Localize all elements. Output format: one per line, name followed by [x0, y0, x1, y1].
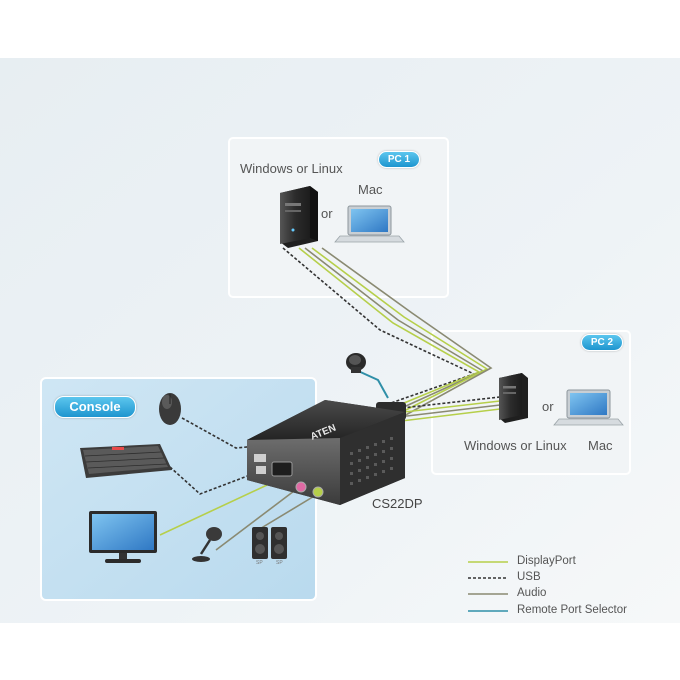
legend-label-audio: Audio [517, 587, 547, 599]
speaker-tag-left: SP [256, 560, 263, 566]
pc2-panel [431, 330, 631, 475]
pc1-panel [228, 137, 449, 298]
monitor-icon [89, 511, 157, 563]
laptop-icon [334, 205, 405, 243]
pc1-cables [282, 247, 493, 418]
pc1-or-label: or [321, 206, 333, 221]
legend-label-remote: Remote Port Selector [517, 604, 627, 616]
pc1-badge: PC 1 [378, 151, 420, 168]
remote-selector-cable [355, 369, 389, 399]
speaker-tag-right: SP [276, 560, 283, 566]
legend-label-usb: USB [517, 571, 541, 583]
console-badge: Console [54, 396, 136, 418]
pc1-os-label: Windows or Linux [240, 161, 343, 176]
device-model-label: CS22DP [372, 496, 423, 511]
pc2-os-label: Windows or Linux [464, 438, 567, 453]
pc1-mac-label: Mac [358, 182, 383, 197]
mouse-icon [159, 393, 181, 425]
pc2-mac-label: Mac [588, 438, 613, 453]
microphone-icon [192, 527, 222, 562]
legend-swatches [468, 561, 508, 612]
speakers-icon [252, 527, 287, 559]
tower-icon [280, 186, 318, 248]
pc2-or-label: or [542, 399, 554, 414]
tower-icon [499, 373, 528, 423]
legend-label-displayport: DisplayPort [517, 555, 576, 567]
remote-selector-icon [346, 353, 366, 373]
pc2-badge: PC 2 [581, 334, 623, 351]
laptop-icon [553, 389, 624, 426]
kvm-switch-device: ATEN [247, 400, 406, 505]
keyboard-icon [80, 444, 172, 478]
